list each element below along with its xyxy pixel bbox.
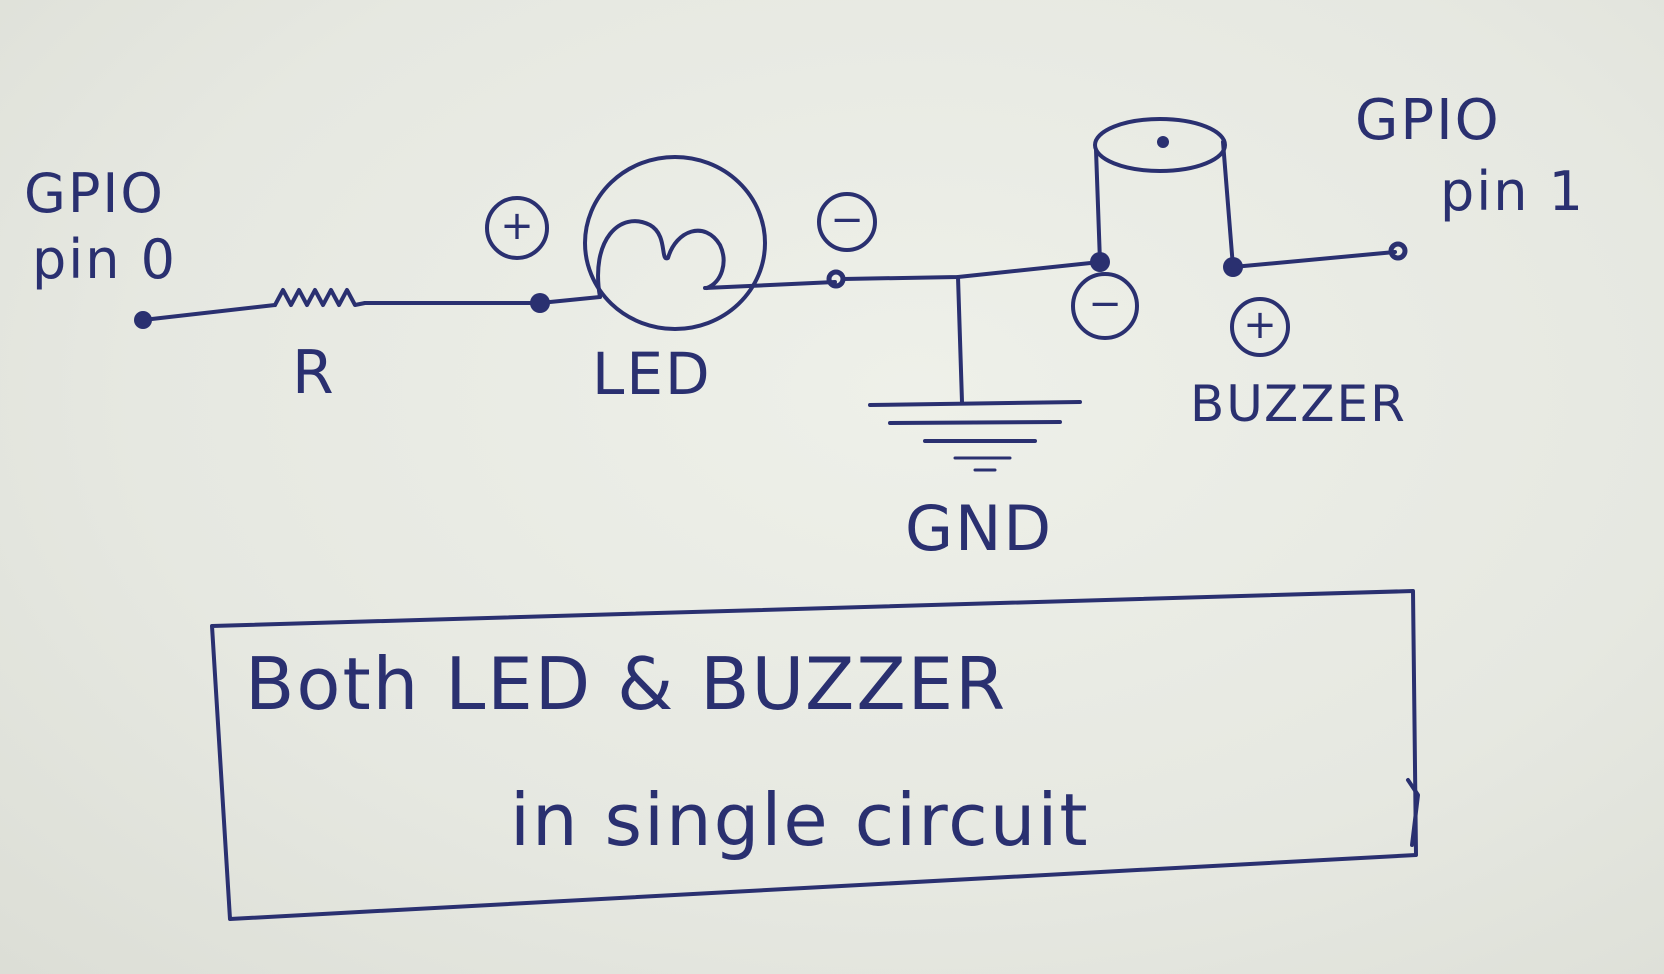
note-line-1: Both LED & BUZZER [245, 642, 1008, 726]
led-plus-sign: + [500, 203, 534, 249]
wire-led-out [703, 280, 837, 290]
gnd-bar-1 [868, 400, 1082, 407]
led-minus-sign: − [830, 197, 864, 243]
note-line-2: in single circuit [510, 778, 1090, 862]
buzzer-right-side [1221, 140, 1235, 269]
wire-led-in [538, 295, 602, 305]
buzzer-plus-sign: + [1243, 302, 1277, 348]
gnd-label: GND [905, 492, 1054, 565]
gpio1-terminal [1388, 241, 1408, 261]
led-filament [596, 219, 726, 299]
buzzer-top-dot [1157, 136, 1169, 148]
buzzer-label: BUZZER [1190, 375, 1407, 433]
wire-to-gnd-junction [841, 260, 1102, 281]
buzzer-minus-sign: − [1088, 281, 1122, 327]
led-cathode-node [826, 269, 846, 289]
resistor-symbol [273, 288, 367, 307]
buzzer-minus-circle [1071, 272, 1139, 340]
gnd-bar-2 [888, 420, 1062, 425]
buzzer-left-side [1094, 148, 1102, 264]
led-minus-circle [817, 192, 877, 252]
gpio0-label-line2: pin 0 [32, 228, 178, 291]
gpio0-label-line1: GPIO [24, 162, 165, 225]
led-plus-circle [485, 196, 549, 260]
buzzer-plus-circle [1230, 297, 1290, 357]
resistor-label: R [292, 338, 336, 408]
led-label: LED [592, 340, 712, 408]
note-box-corner-tick [1406, 778, 1420, 847]
wire-buzzer-gpio1 [1231, 250, 1397, 269]
led-body [583, 155, 767, 331]
wire-gpio0-resistor [141, 303, 277, 322]
wire-gnd-drop [956, 275, 964, 404]
note-box [210, 589, 1418, 921]
gpio1-label-line1: GPIO [1355, 88, 1501, 153]
gpio1-label-line2: pin 1 [1440, 160, 1586, 223]
